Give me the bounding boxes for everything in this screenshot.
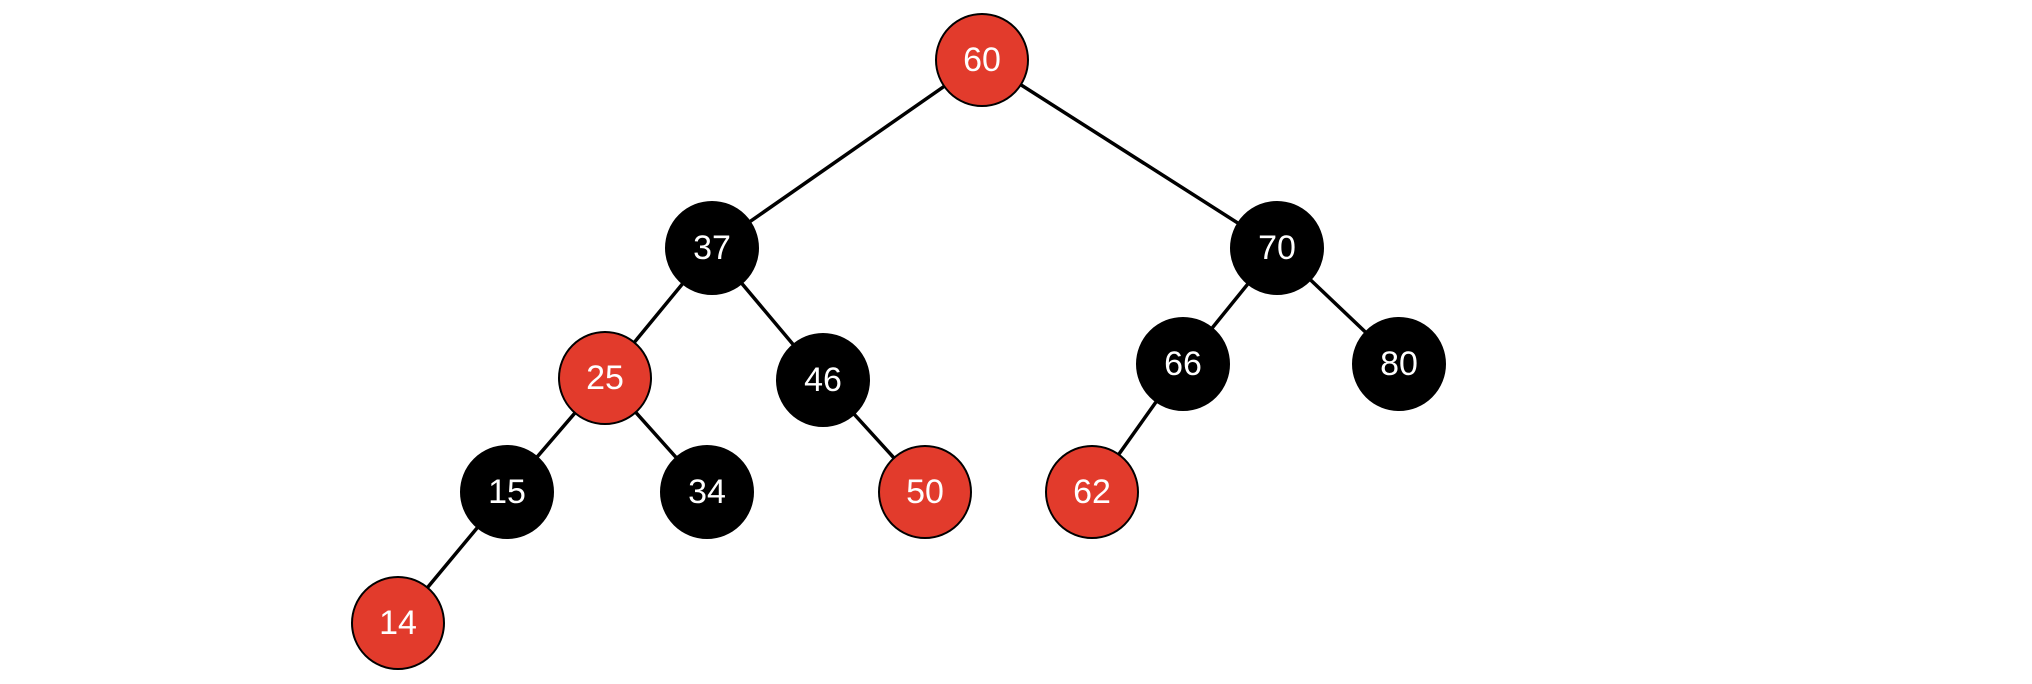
- tree-edge-60-70: [981, 58, 1278, 250]
- tree-node-value: 60: [963, 41, 1001, 79]
- tree-node-value: 70: [1258, 229, 1296, 267]
- tree-node-25: 25: [558, 331, 652, 425]
- tree-node-value: 37: [693, 229, 731, 267]
- tree-node-37: 37: [665, 201, 759, 295]
- tree-node-value: 34: [688, 473, 726, 511]
- tree-node-46: 46: [776, 333, 870, 427]
- tree-node-value: 15: [488, 473, 526, 511]
- tree-edge-60-37: [711, 58, 983, 250]
- tree-node-value: 80: [1380, 345, 1418, 383]
- tree-node-50: 50: [878, 445, 972, 539]
- tree-node-80: 80: [1352, 317, 1446, 411]
- tree-node-70: 70: [1230, 201, 1324, 295]
- tree-node-66: 66: [1136, 317, 1230, 411]
- tree-node-60: 60: [935, 13, 1029, 107]
- tree-node-value: 62: [1073, 473, 1111, 511]
- tree-node-value: 14: [379, 604, 417, 642]
- tree-node-value: 25: [586, 359, 624, 397]
- tree-node-34: 34: [660, 445, 754, 539]
- tree-node-value: 66: [1164, 345, 1202, 383]
- tree-node-15: 15: [460, 445, 554, 539]
- tree-node-value: 50: [906, 473, 944, 511]
- tree-node-62: 62: [1045, 445, 1139, 539]
- tree-node-value: 46: [804, 361, 842, 399]
- tree-node-14: 14: [351, 576, 445, 670]
